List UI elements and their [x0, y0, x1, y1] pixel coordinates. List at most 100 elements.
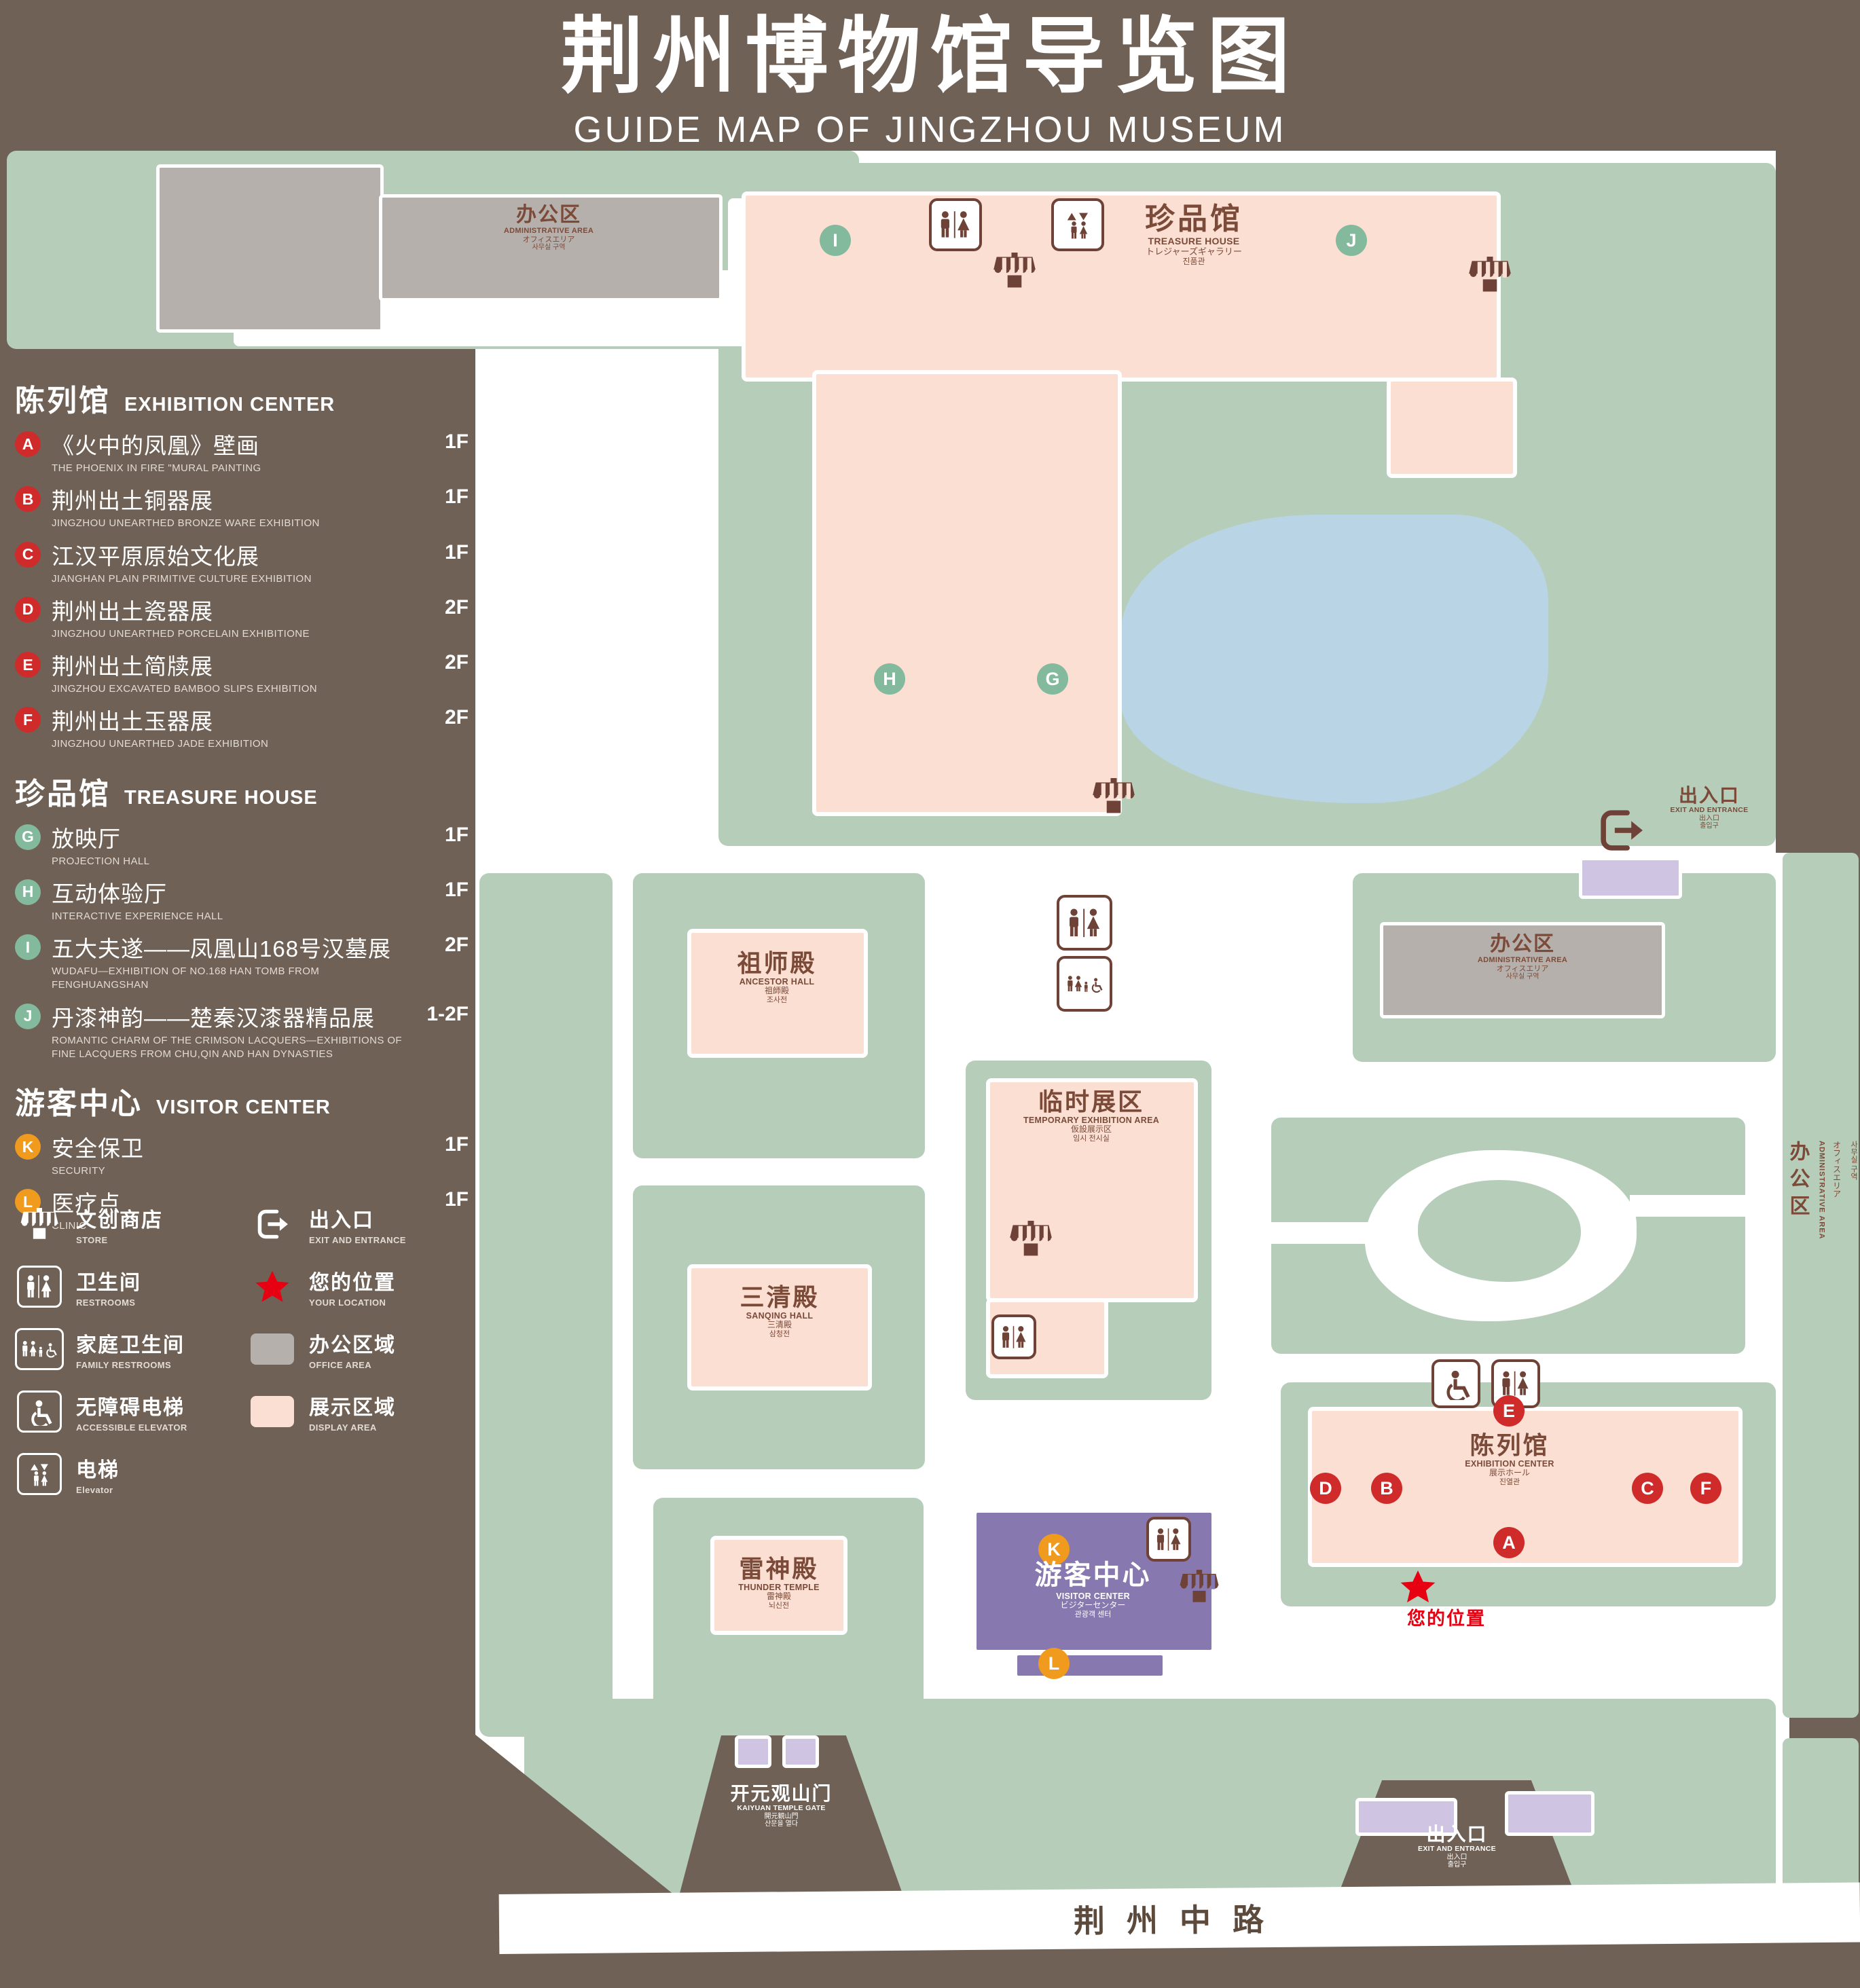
legend-store: 文创商店 STORE [15, 1203, 244, 1245]
legend-item-J: J 丹漆神韵——楚秦汉漆器精品展 1-2F ROMANTIC CHARM OF … [15, 1000, 471, 1062]
lawn-right-low [1783, 1738, 1859, 1896]
admin-strip-label: 办公区 ADMINISTRATIVE AREA オフィスエリア 사무실 구역 [1785, 1141, 1858, 1453]
lawn-right-strip [1783, 853, 1859, 1718]
item-en: PROJECTION HALL [52, 855, 150, 867]
sanqing-hall-building [687, 1264, 872, 1391]
legend-item-H: H 互动体验厅 1F INTERACTIVE EXPERIENCE HALL [15, 876, 471, 923]
accessible-elevator-icon [15, 1391, 64, 1433]
label-en: THUNDER TEMPLE [738, 1583, 820, 1593]
exit-icon [248, 1208, 297, 1240]
item-zh: 互动体验厅 [52, 881, 167, 906]
label-kr: 출입구 [1700, 822, 1719, 830]
label-zh: 办公区 [1786, 1141, 1809, 1222]
item-en: JINGZHOU UNEARTHED JADE EXHIBITION [52, 738, 269, 750]
section-title-zh: 游客中心 [15, 1087, 143, 1120]
legend-item-A: A 《火中的凤凰》壁画 1F THE PHOENIX IN FIRE "MURA… [15, 428, 471, 475]
item-floor: 2F [444, 651, 469, 674]
label-kr: 관광객 센터 [1074, 1610, 1112, 1619]
label-kr: 뇌신전 [768, 1601, 790, 1610]
label-zh: 祖师殿 [737, 949, 817, 977]
symbol-en: Elevator [76, 1485, 113, 1495]
garden-path-east [1630, 1195, 1745, 1217]
gate-kiosk-west [735, 1735, 771, 1768]
item-en: THE PHOENIX IN FIRE "MURAL PAINTING [52, 462, 261, 474]
symbol-en: DISPLAY AREA [309, 1422, 377, 1433]
road-jingzhou-middle: 荆州中路 [498, 1882, 1860, 1954]
admin-top-building-east [379, 194, 723, 301]
right-exit-building [1579, 857, 1682, 899]
store-icon [993, 253, 1036, 289]
family-restroom-icon [15, 1328, 64, 1370]
section-title-en: VISITOR CENTER [156, 1097, 331, 1118]
display-area-swatch [248, 1396, 297, 1427]
marker-badge-G: G [15, 824, 41, 850]
label-jp: オフィスエリア [522, 235, 575, 244]
sanqing-hall-label: 三清殿 SANQING HALL 三清殿 삼청전 [698, 1283, 861, 1338]
map-marker-L: L [1038, 1648, 1070, 1679]
item-zh: 荆州出土简牍展 [52, 654, 213, 679]
legend-item-K: K 安全保卫 1F SECURITY [15, 1130, 471, 1178]
item-zh: 放映厅 [52, 826, 121, 851]
treasure-house-building-east [1387, 378, 1517, 478]
legend-your-location: 您的位置 YOUR LOCATION [248, 1266, 477, 1308]
treasure-house-building-lobe [812, 370, 1122, 816]
temporary-exhibition-building [986, 1078, 1198, 1302]
admin-right-building [1380, 922, 1665, 1018]
elevator-icon [1051, 198, 1104, 251]
store-icon [1468, 257, 1512, 293]
temporary-exhibition-label: 临时展区 TEMPORARY EXHIBITION AREA 仮設展示区 임시 … [986, 1088, 1197, 1143]
legend-office-area: 办公区域 OFFICE AREA [248, 1328, 477, 1370]
label-jp: トレジャーズギャラリー [1146, 246, 1242, 257]
symbol-zh: 文创商店 [76, 1209, 163, 1232]
legend-section-treasure-house: 珍品馆 TREASURE HOUSE [15, 769, 471, 813]
label-zh: 三清殿 [740, 1283, 820, 1311]
map-marker-K: K [1038, 1534, 1070, 1565]
legend-display-area: 展示区域 DISPLAY AREA [248, 1391, 477, 1433]
admin-right-label: 办公区 ADMINISTRATIVE AREA オフィスエリア 사무실 구역 [1441, 933, 1604, 981]
legend-item-D: D 荆州出土瓷器展 2F JINGZHOU UNEARTHED PORCELAI… [15, 593, 471, 641]
label-en: SANQING HALL [746, 1311, 814, 1321]
item-zh: 荆州出土瓷器展 [52, 598, 213, 624]
store-icon [15, 1208, 64, 1240]
symbol-zh: 无障碍电梯 [76, 1397, 185, 1419]
ancestor-hall-building [687, 929, 868, 1058]
marker-badge-B: B [15, 486, 41, 513]
map-marker-G: G [1037, 663, 1068, 695]
legend-symbols: 文创商店 STORE 出入口 EXIT AND ENTRANCE 卫生间 RES… [15, 1203, 477, 1495]
location-star-icon [248, 1270, 297, 1303]
legend-section-visitor-center: 游客中心 VISITOR CENTER [15, 1079, 471, 1122]
legend-item-L: L 医疗点 1F CLINIC [15, 1185, 471, 1233]
label-zh: 珍品馆 [1145, 202, 1243, 236]
label-zh: 开元观山门 [730, 1783, 833, 1804]
label-kr: 출입구 [1447, 1861, 1467, 1869]
label-en: KAIYUAN TEMPLE GATE [737, 1803, 826, 1812]
legend-item-E: E 荆州出土简牍展 2F JINGZHOU EXCAVATED BAMBOO S… [15, 648, 471, 696]
label-zh: 办公区 [516, 204, 581, 226]
label-zh: 临时展区 [1038, 1088, 1144, 1116]
map-edge-fill [1776, 151, 1860, 853]
label-en: VISITOR CENTER [1056, 1591, 1130, 1601]
map-marker-J: J [1336, 225, 1367, 256]
item-en: CLINIC [52, 1220, 87, 1232]
item-floor: 1F [444, 485, 469, 509]
symbol-en: FAMILY RESTROOMS [76, 1360, 172, 1370]
marker-badge-C: C [15, 541, 41, 568]
label-en: EXHIBITION CENTER [1465, 1459, 1554, 1469]
marker-badge-A: A [15, 431, 41, 457]
label-jp: オフィスエリア [1831, 1141, 1842, 1198]
garden-path-west [1271, 1222, 1373, 1244]
item-en: SECURITY [52, 1165, 106, 1177]
item-floor: 1F [444, 1188, 469, 1211]
map-marker-H: H [874, 663, 905, 695]
lawn-left-strip [479, 873, 613, 1737]
item-floor: 1F [444, 430, 469, 453]
marker-badge-L: L [15, 1189, 41, 1215]
legend-panel: 陈列馆 EXHIBITION CENTER A 《火中的凤凰》壁画 1F THE… [15, 358, 471, 1241]
elevator-icon [15, 1453, 64, 1495]
symbol-en: RESTROOMS [76, 1297, 136, 1308]
symbol-en: STORE [76, 1235, 108, 1245]
legend-restrooms: 卫生间 RESTROOMS [15, 1266, 244, 1308]
visitor-center-label: 游客中心 VISITOR CENTER ビジターセンター 관광객 센터 [986, 1560, 1200, 1619]
kaiyuan-gate-label: 开元观山门 KAIYUAN TEMPLE GATE 開元観山門 산문을 열다 [691, 1783, 871, 1828]
label-jp: 出入口 [1699, 814, 1719, 822]
